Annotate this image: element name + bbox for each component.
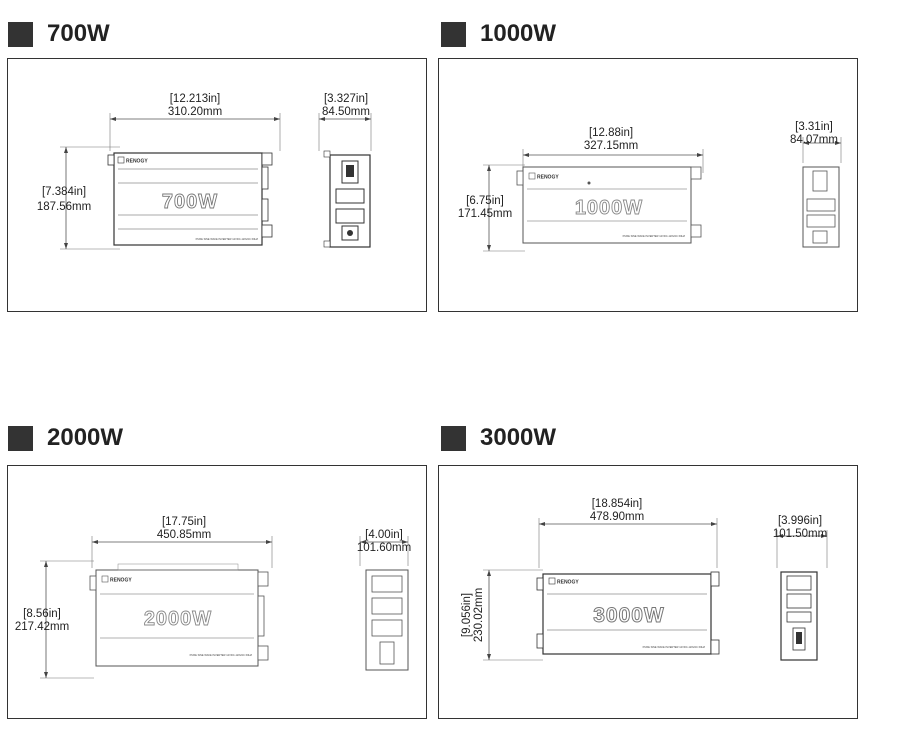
panel-1000-title: 1000W [441,19,556,49]
width-in: [18.854in] [592,498,643,510]
depth-mm: 84.07mm [790,134,838,146]
height-in: [6.75in] [466,195,504,207]
inverter-front-view [95,569,259,667]
height-in: [9.056in] [461,593,473,637]
panel-700-diagram: [12.213in] 310.20mm [7.384in] 187.56mm R… [7,58,427,312]
height-mm: 230.02mm [473,588,485,642]
panel-700-title: 700W [8,19,110,49]
height-in: [8.56in] [23,608,61,620]
watt-label: 1000W [575,197,643,219]
height-mm: 171.45mm [458,208,512,220]
watt-label: 3000W [593,604,665,627]
brand-text: RENOGY [110,578,132,584]
width-in: [17.75in] [162,516,206,528]
brand-text: RENOGY [537,175,559,181]
panel-title-text: 1000W [480,20,557,47]
depth-mm: 101.50mm [773,528,827,540]
brand-logo-icon [528,172,536,180]
depth-mm: 84.50mm [322,106,370,118]
panel-2000-title: 2000W [8,423,123,453]
width-mm: 310.20mm [168,106,222,118]
width-in: [12.88in] [589,127,633,139]
depth-in: [3.327in] [324,93,368,105]
title-square-icon [441,425,466,451]
depth-in: [3.996in] [778,515,822,527]
brand-text: RENOGY [126,159,148,165]
width-mm: 327.15mm [584,140,638,152]
drawing-700: [12.213in] 310.20mm [7.384in] 187.56mm R… [37,93,372,250]
depth-in: [3.31in] [795,121,833,133]
height-mm: 217.42mm [15,621,69,633]
width-in: [12.213in] [170,93,221,105]
model-label: PURE SINE WAVE INVERTER 12VDC-120VAC 60H… [190,653,253,657]
depth-mm: 101.60mm [357,542,411,554]
height-mm: 187.56mm [37,201,91,213]
drawing-3000: [18.854in] 478.90mm [9.056in] 230.02mm R… [461,498,828,661]
inverter-front-view [542,573,712,655]
brand-logo-icon [101,575,109,583]
panel-title-text: 3000W [480,424,557,451]
drawing-1000: [12.88in] 327.15mm [6.75in] 171.45mm REN… [458,121,842,252]
panel-1000-diagram: [12.88in] 327.15mm [6.75in] 171.45mm REN… [438,58,858,312]
watt-label: 2000W [144,608,212,630]
model-label: PURE SINE WAVE INVERTER 12VDC-120VAC 60H… [643,645,706,649]
inverter-front-view [113,152,263,246]
inverter-front-view [522,166,692,244]
title-square-icon [441,21,466,47]
model-label: PURE SINE WAVE INVERTER 12VDC-120VAC 60H… [196,237,259,241]
brand-logo-icon [117,156,125,164]
panel-title-text: 2000W [47,424,124,451]
height-in: [7.384in] [42,186,86,198]
width-mm: 478.90mm [590,511,644,523]
brand-text: RENOGY [557,580,579,586]
drawing-2000: [17.75in] 450.85mm [8.56in] 217.42mm REN… [15,516,411,679]
watt-label: 700W [162,191,218,213]
width-mm: 450.85mm [157,529,211,541]
model-label: PURE SINE WAVE INVERTER 12VDC-120VAC 60H… [623,234,686,238]
panel-3000-diagram: [18.854in] 478.90mm [9.056in] 230.02mm R… [438,465,858,719]
panel-2000-diagram: [17.75in] 450.85mm [8.56in] 217.42mm REN… [7,465,427,719]
panel-title-text: 700W [47,20,110,47]
panel-3000-title: 3000W [441,423,556,453]
brand-logo-icon [548,577,556,585]
title-square-icon [8,425,33,451]
depth-in: [4.00in] [365,529,403,541]
title-square-icon [8,21,33,47]
